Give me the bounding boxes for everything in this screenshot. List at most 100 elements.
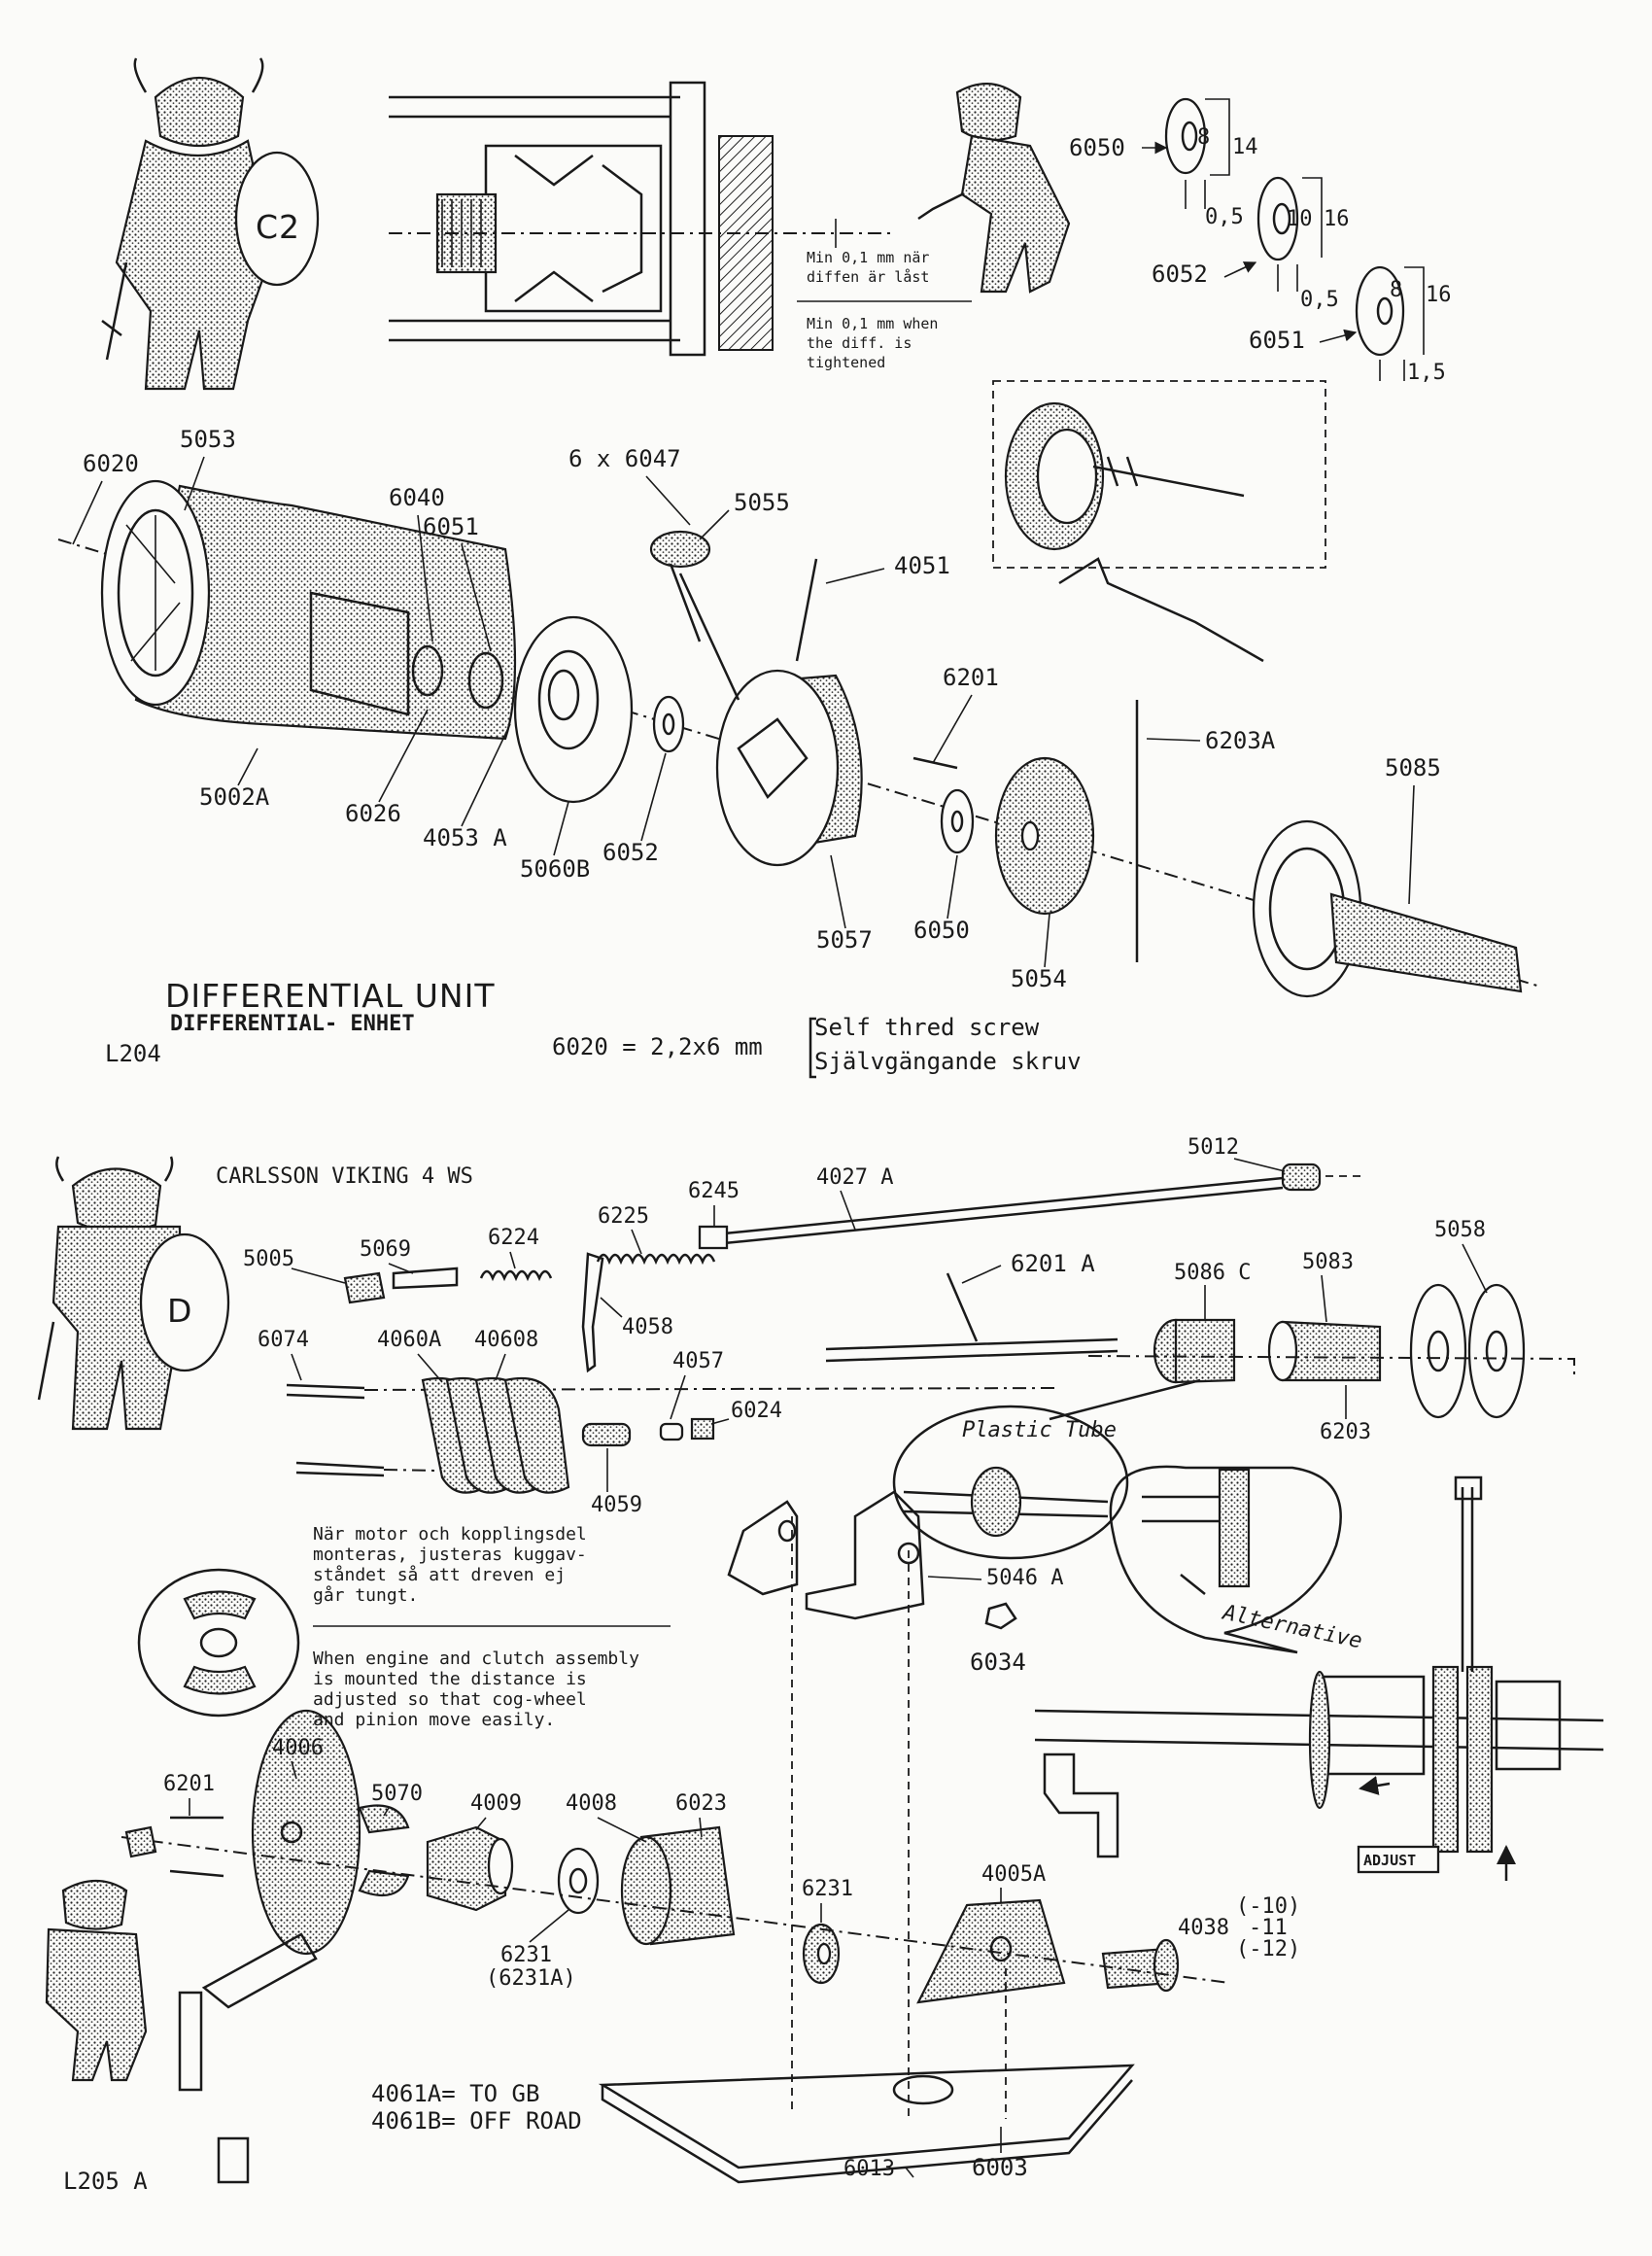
part-4006-flywheel xyxy=(251,1709,361,1956)
note-en-line3: tightened xyxy=(807,354,885,371)
viking-c2-illustration: C2 xyxy=(101,57,320,391)
note-swedish: När motor och kopplingsdel monteras, jus… xyxy=(313,1524,587,1606)
shield-badge-d: D xyxy=(167,1292,192,1330)
note-english: When engine and clutch assembly is mount… xyxy=(313,1649,639,1730)
dim-05a: 0,5 xyxy=(1205,205,1244,229)
page-code-l205a: L205 A xyxy=(63,2168,148,2195)
part-5054-gear xyxy=(994,756,1095,916)
label-4059: 4059 xyxy=(591,1493,642,1517)
part-6224-spring xyxy=(479,1269,553,1282)
part-5085-output-flange xyxy=(1252,819,1523,998)
callout-plastic-tube: Plastic Tube xyxy=(962,1418,1117,1442)
part-4027A-rod xyxy=(713,1176,1284,1236)
adjust-assembly xyxy=(1034,1475,1604,1881)
label-4038: 4038 xyxy=(1178,1916,1229,1940)
part-6225-spring xyxy=(596,1253,716,1266)
label-6050-mid: 6050 xyxy=(913,917,970,944)
coupling-disc xyxy=(137,1568,300,1718)
part-6050-washer xyxy=(940,788,975,854)
label-6231A: (6231A) xyxy=(486,1966,576,1991)
clutch-shaft xyxy=(825,1337,1119,1363)
note-sv-line1: Min 0,1 mm när xyxy=(807,249,929,266)
label-5005: 5005 xyxy=(243,1247,294,1271)
label-5083: 5083 xyxy=(1302,1250,1354,1274)
part-6231-bearing-a xyxy=(557,1847,600,1915)
spec-bracket xyxy=(809,1017,816,1079)
label-5069: 5069 xyxy=(360,1237,411,1262)
alternative-detail xyxy=(1109,1465,1342,1654)
part-5055-pinion xyxy=(649,530,740,701)
gear-note-1: 4061A= TO GB xyxy=(371,2080,539,2107)
part-6201-pin xyxy=(912,756,958,770)
label-4060A: 4060A xyxy=(377,1328,441,1352)
dim-15: 1,5 xyxy=(1407,361,1446,385)
part-5086C-gear xyxy=(1153,1318,1236,1384)
screw-spec-sv: Självgängande skruv xyxy=(814,1048,1082,1075)
part-6231-bearing-b xyxy=(802,1923,841,1985)
part-6074-bolt-a xyxy=(286,1383,365,1400)
label-6023: 6023 xyxy=(675,1791,727,1816)
note-sv-line2: diffen är låst xyxy=(807,268,929,286)
part-6074-bolt-b xyxy=(295,1461,385,1477)
clutch-axis xyxy=(120,1836,1230,1984)
pinion-option-2: -11 xyxy=(1249,1916,1288,1940)
label-6203A: 6203A xyxy=(1205,727,1276,754)
part-4058-lever xyxy=(581,1252,604,1373)
label-5046A: 5046 A xyxy=(986,1566,1063,1590)
label-4008: 4008 xyxy=(566,1791,617,1816)
dim-8a: 8 xyxy=(1197,125,1210,150)
dim-14: 14 xyxy=(1232,135,1258,159)
label-6050-top: 6050 xyxy=(1069,134,1125,161)
viking-d-illustration: D xyxy=(37,1156,230,1431)
label-6201-top: 6201 xyxy=(943,664,999,691)
label-5060B: 5060B xyxy=(520,855,590,883)
shield xyxy=(234,151,320,287)
label-6020-top: 6020 xyxy=(83,450,139,477)
title-differential-unit: DIFFERENTIAL UNIT xyxy=(165,977,496,1015)
part-5012 xyxy=(1281,1163,1322,1192)
label-4060B: 40608 xyxy=(474,1328,538,1352)
label-5053: 5053 xyxy=(180,426,236,453)
washer-details xyxy=(1164,97,1425,381)
note-en-line1: Min 0,1 mm when xyxy=(807,315,938,332)
dim-8b: 8 xyxy=(1390,278,1402,302)
callout-alternative: Alternative xyxy=(1219,1600,1364,1653)
label-6052-mid: 6052 xyxy=(602,839,659,866)
label-5057: 5057 xyxy=(816,926,873,954)
label-5085: 5085 xyxy=(1385,754,1441,781)
label-6074: 6074 xyxy=(258,1328,309,1352)
part-4060-pads xyxy=(421,1376,570,1494)
label-6245: 6245 xyxy=(688,1179,740,1203)
part-5058-plates xyxy=(1409,1283,1526,1419)
part-6245 xyxy=(698,1225,729,1250)
label-5054: 5054 xyxy=(1011,965,1067,992)
part-5083-bell xyxy=(1267,1320,1382,1382)
shield-badge: C2 xyxy=(256,208,300,246)
part-4059 xyxy=(581,1422,632,1447)
plastic-tube-detail xyxy=(892,1378,1201,1560)
part-5057-diff-case xyxy=(715,669,863,867)
dim-16a: 16 xyxy=(1324,207,1350,231)
label-5070: 5070 xyxy=(371,1782,423,1806)
subtitle-differential-enhet: DIFFERENTIAL- ENHET xyxy=(170,1012,415,1036)
label-4005A: 4005A xyxy=(981,1862,1046,1887)
dim-05b: 0,5 xyxy=(1300,288,1339,312)
part-5060B-flange xyxy=(513,615,634,804)
diff-cross-section xyxy=(389,81,894,357)
note-en-line2: the diff. is xyxy=(807,334,912,352)
label-6051-mid: 6051 xyxy=(423,513,479,540)
label-4051: 4051 xyxy=(894,552,950,579)
label-6224: 6224 xyxy=(488,1226,539,1250)
pinion-option-1: (-10) xyxy=(1236,1894,1300,1919)
linkage-arm xyxy=(178,1932,318,2184)
screw-spec-en: Self thred screw xyxy=(814,1014,1040,1041)
label-5012: 5012 xyxy=(1187,1135,1239,1160)
pinion-option-3: (-12) xyxy=(1236,1937,1300,1961)
label-6051-top: 6051 xyxy=(1249,327,1305,354)
part-5069-rod xyxy=(392,1267,459,1290)
part-4008-drum xyxy=(620,1825,736,1946)
part-5005 xyxy=(343,1271,386,1304)
label-6231: 6231 xyxy=(500,1943,552,1967)
label-4053A: 4053 A xyxy=(423,824,507,851)
